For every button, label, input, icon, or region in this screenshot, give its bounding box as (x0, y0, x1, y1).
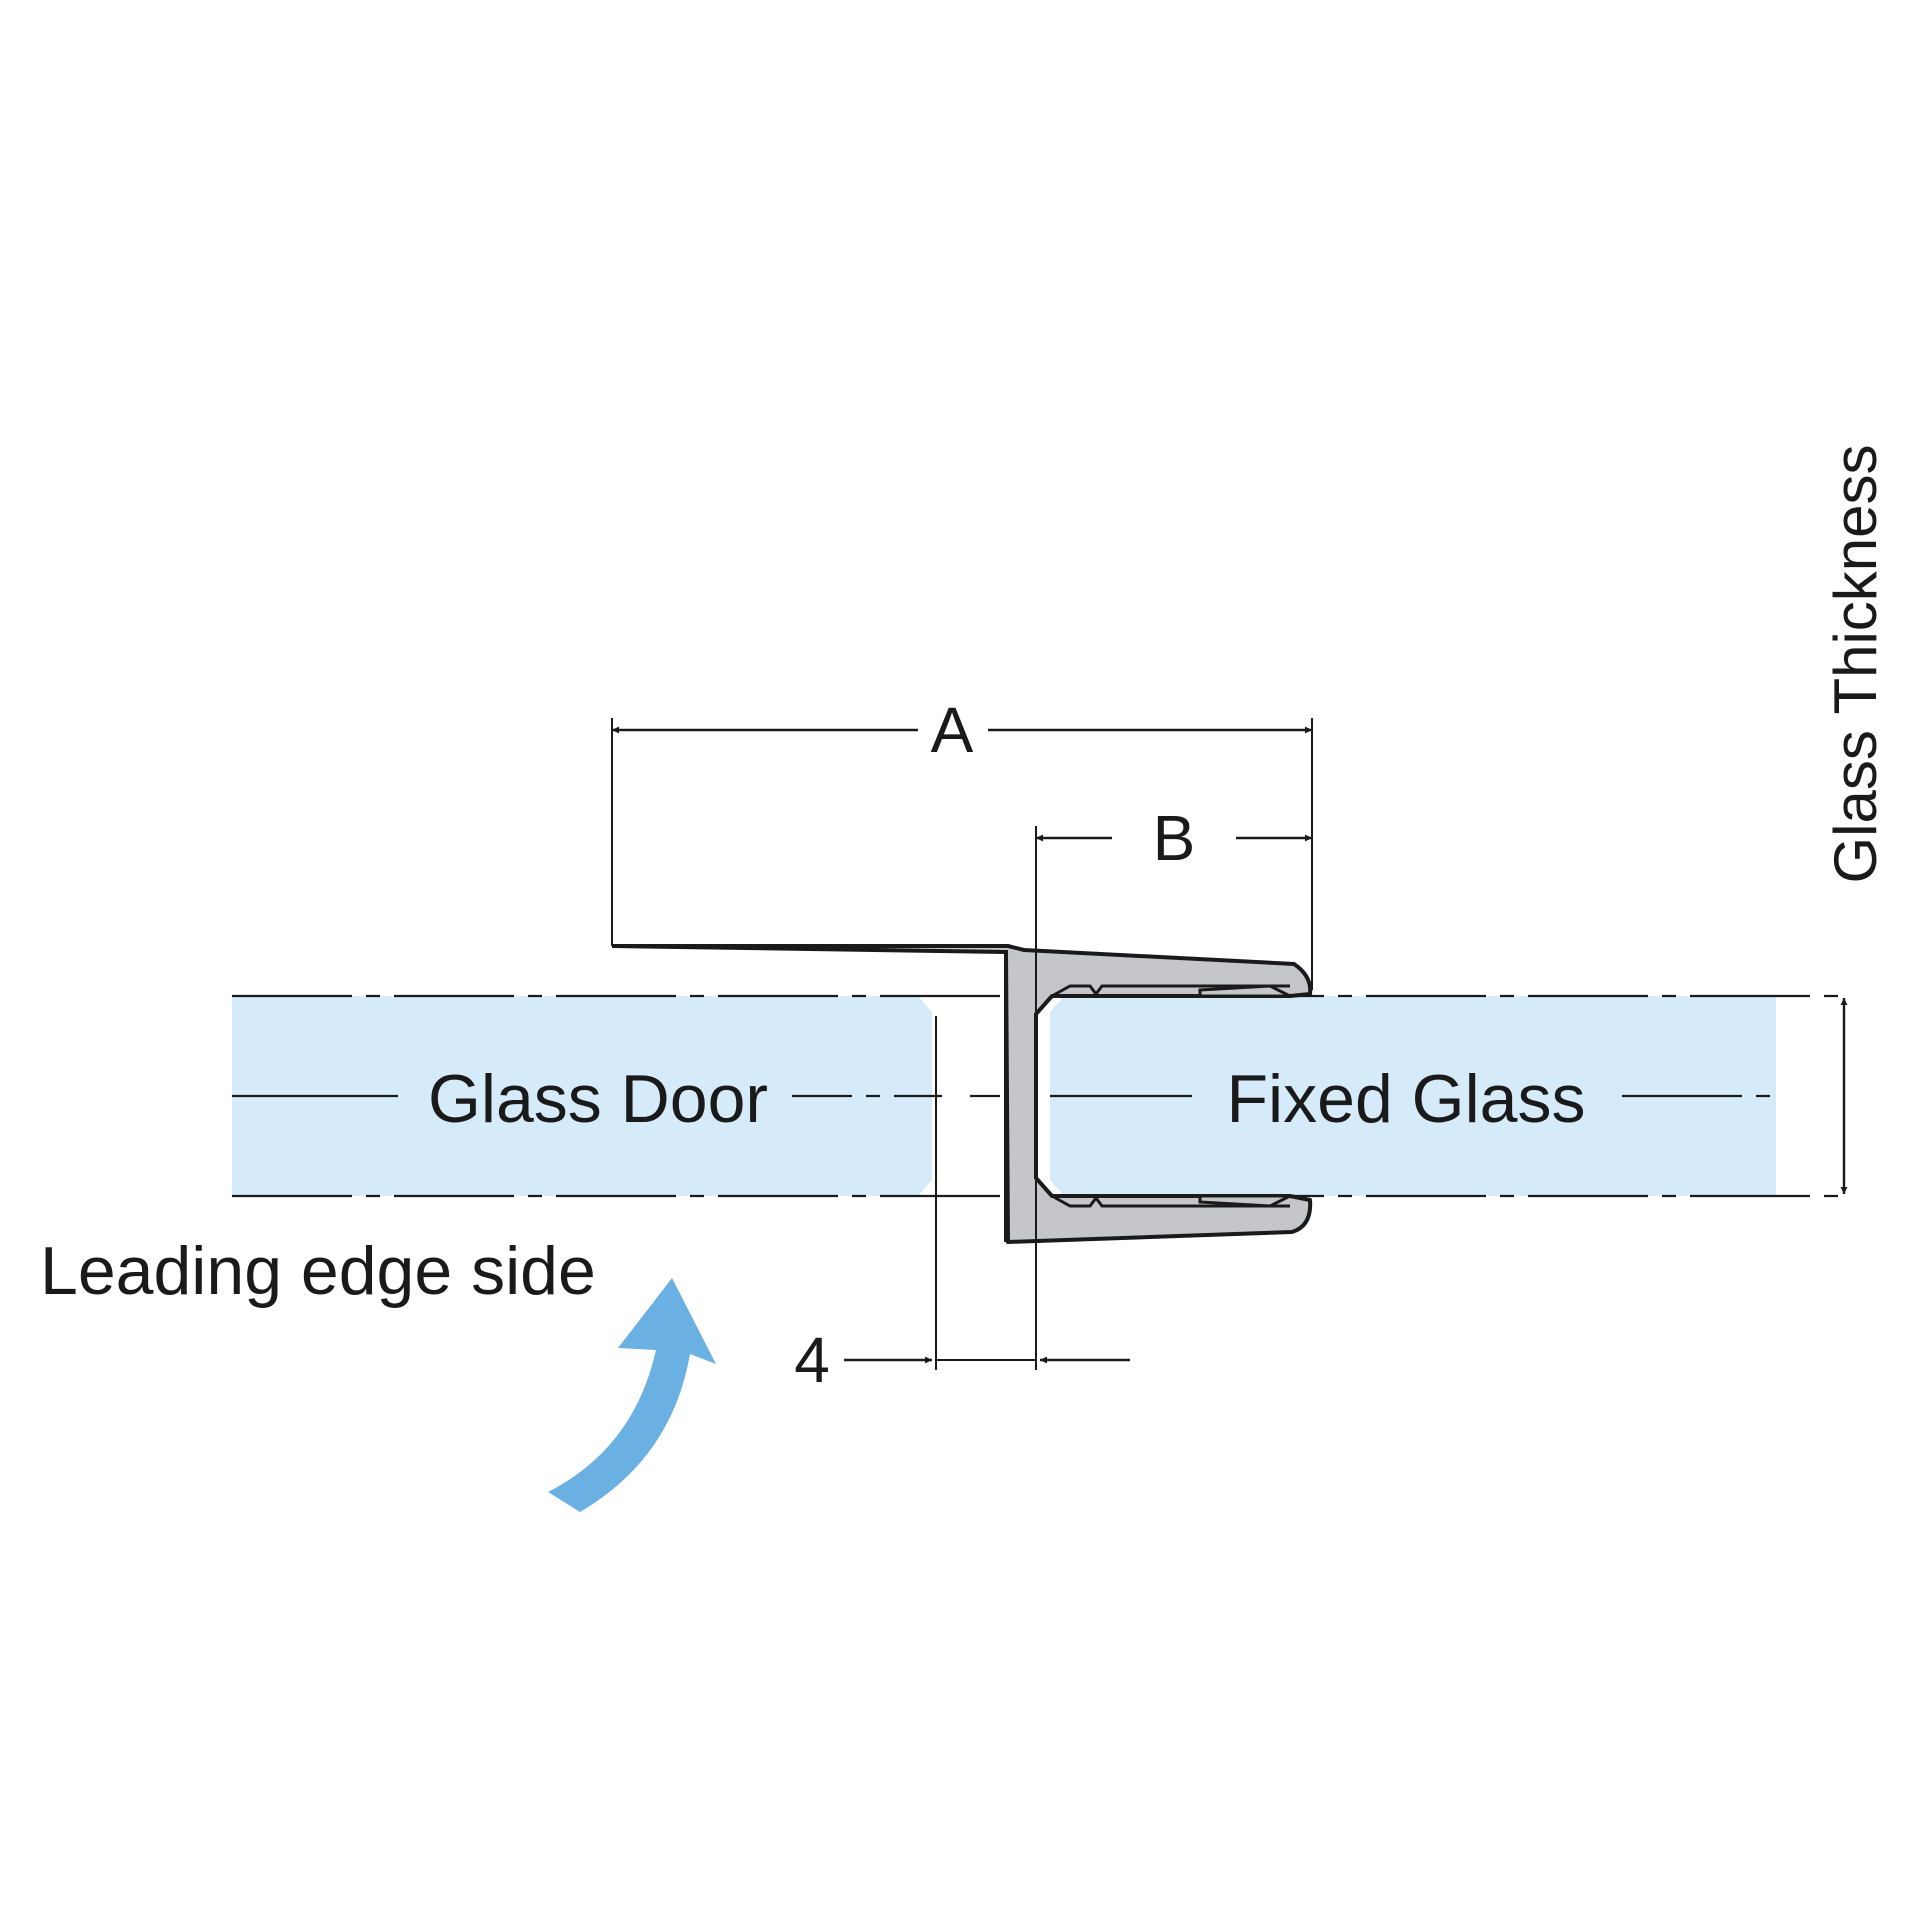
glass-thickness-label: Glass Thickness (1822, 444, 1889, 883)
fixed-glass-label: Fixed Glass (1227, 1061, 1586, 1137)
curved-arrow-icon (548, 1278, 716, 1512)
seal-profile (611, 944, 1313, 1244)
glass-door-panel (232, 996, 932, 1196)
dimension-gap (844, 1016, 1130, 1370)
dimension-b-label: B (1153, 802, 1196, 874)
dimension-gap-label: 4 (794, 1324, 830, 1396)
dimension-a (611, 718, 1313, 990)
dimension-b (1035, 826, 1312, 1370)
dimension-a-label: A (931, 694, 974, 766)
fixed-glass-panel (1050, 996, 1776, 1196)
glass-edge-lines (232, 994, 1850, 1198)
glass-door-label: Glass Door (428, 1061, 768, 1137)
leading-edge-label: Leading edge side (40, 1233, 596, 1309)
